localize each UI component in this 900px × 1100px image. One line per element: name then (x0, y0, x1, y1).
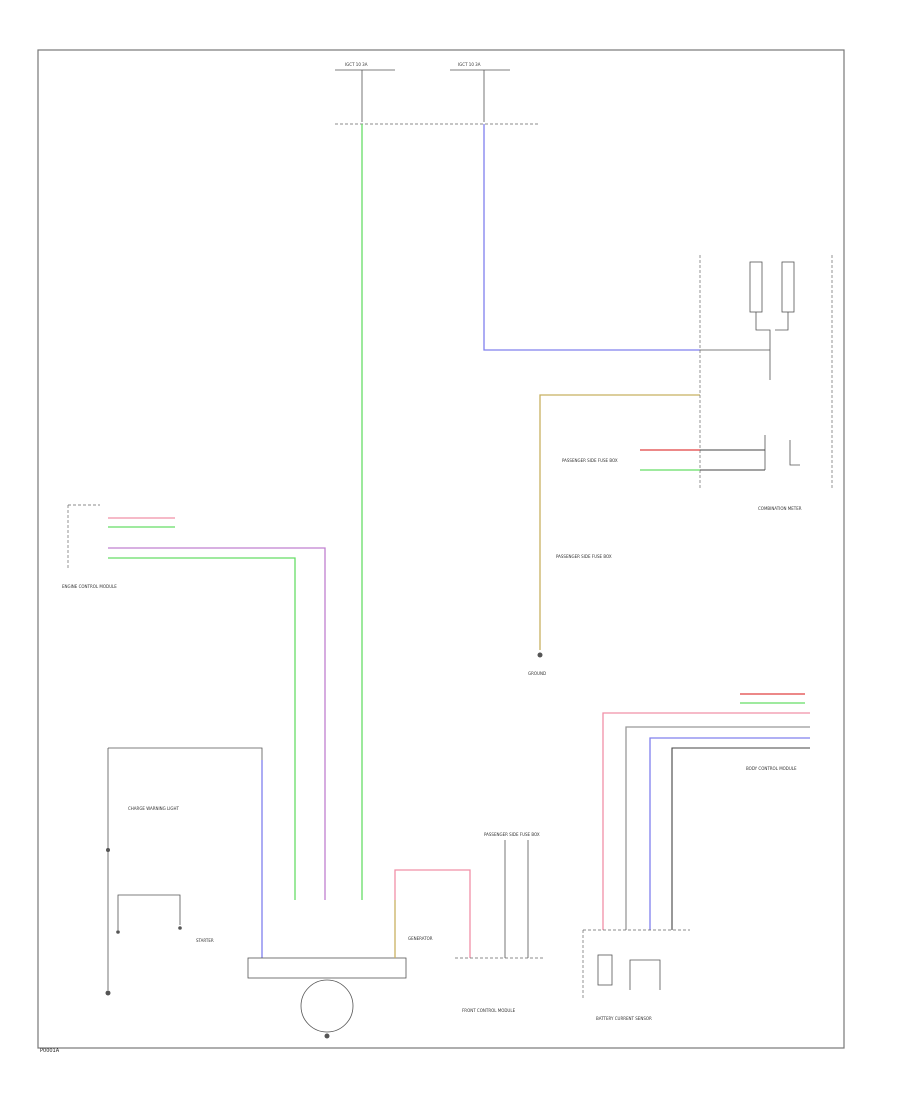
front-control-module: PASSENGER SIDE FUSE BOX FRONT CONTROL MO… (455, 832, 545, 1013)
generator-label: GENERATOR (408, 936, 433, 941)
starter-label: STARTER (196, 938, 214, 943)
wire-blue-bcs (649, 737, 810, 930)
page-reference: P0001A (40, 1048, 60, 1054)
combination-meter-label: COMBINATION METER (758, 506, 802, 511)
ecm-label: ENGINE CONTROL MODULE (62, 584, 117, 589)
generator: GENERATOR (247, 936, 433, 1039)
battery-current-sensor: BATTERY CURRENT SENSOR (582, 929, 690, 1021)
battery-current-sensor-label: BATTERY CURRENT SENSOR (596, 1016, 652, 1021)
front-control-module-label: FRONT CONTROL MODULE (462, 1008, 516, 1013)
wire-tan (539, 394, 700, 650)
wire-green-ecm (108, 557, 296, 900)
ground-tan-label: GROUND (528, 671, 546, 676)
wire-violet (108, 547, 326, 900)
passenger-fuse-box-label-2: PASSENGER SIDE FUSE BOX (556, 554, 612, 559)
wire-black-bcs (671, 747, 810, 930)
passenger-fuse-box-label: PASSENGER SIDE FUSE BOX (562, 458, 618, 463)
engine-control-module: ENGINE CONTROL MODULE (62, 504, 175, 589)
fuse-block-left: IGCT 10 3A (335, 62, 395, 122)
body-control-module-label: BODY CONTROL MODULE (746, 766, 797, 771)
fuse-block-left-label: IGCT 10 3A (345, 62, 368, 67)
wire-pink-bcs (602, 712, 810, 930)
wire-pink-front (394, 869, 471, 958)
charge-warning-light: CHARGE WARNING LIGHT (105, 747, 263, 996)
fuse-block-right-label: IGCT 10 3A (458, 62, 481, 67)
wire-blue-meter (483, 124, 700, 351)
ground-tan: GROUND (528, 652, 546, 676)
combination-meter: COMBINATION METER (699, 255, 833, 511)
diagram-frame (37, 49, 845, 1049)
front-control-module-fuse-label: PASSENGER SIDE FUSE BOX (484, 832, 540, 837)
charge-warning-light-label: CHARGE WARNING LIGHT (128, 806, 180, 811)
starter: STARTER (116, 894, 214, 943)
wire-gray-bcs (625, 726, 810, 930)
fuse-block-right: IGCT 10 3A (450, 62, 510, 122)
